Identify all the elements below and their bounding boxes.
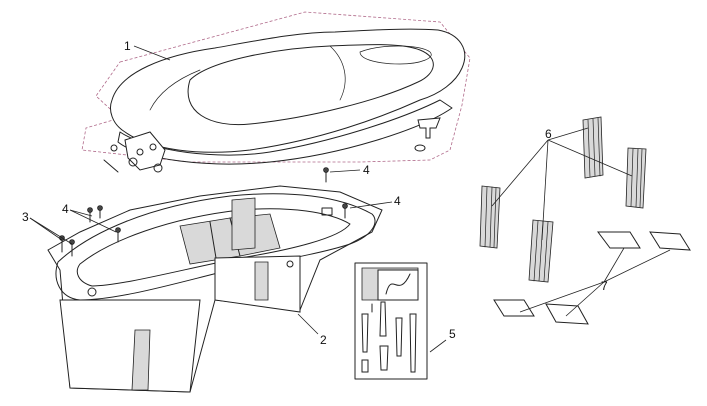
callout-1: 1 — [124, 39, 131, 53]
seat-washer — [110, 144, 118, 152]
felt-pad-4 — [545, 303, 589, 325]
rubber-pad-3 — [479, 185, 501, 249]
screw-4-left-a — [87, 207, 93, 223]
seat-bolt — [103, 159, 119, 173]
callout-labels: 1 2 3 4 4 4 5 6 7 — [22, 39, 608, 347]
storage-box-clip — [321, 207, 333, 216]
callout-4-top: 4 — [363, 163, 370, 177]
callout-5: 5 — [449, 327, 456, 341]
seat-latch-nut — [414, 144, 426, 152]
seat-cushion — [110, 28, 466, 153]
leader-lines — [29, 45, 671, 353]
storage-box-rim — [55, 193, 376, 301]
felt-pad-2 — [649, 231, 691, 251]
screw-4-top — [323, 167, 329, 183]
spark-tool — [361, 359, 369, 373]
wrench-c — [409, 313, 417, 373]
storage-box-rib-b — [209, 221, 217, 259]
felt-pad-3 — [493, 299, 535, 317]
seat-center-panel — [187, 44, 434, 126]
seat-hinge-hole-a — [136, 148, 144, 156]
screw-4-left-b — [97, 205, 103, 219]
callout-3: 3 — [22, 210, 29, 224]
storage-box-mount-hole — [286, 260, 294, 268]
wrench-a — [361, 313, 369, 353]
felt-pad-1 — [597, 231, 641, 249]
wrench-b — [395, 317, 403, 357]
seat-nut-a — [128, 157, 138, 167]
rubber-pads — [479, 116, 647, 283]
seat-seam-right — [329, 45, 346, 101]
tool-kit — [354, 262, 428, 380]
socket-tool — [379, 345, 389, 371]
callout-4-right: 4 — [394, 194, 401, 208]
tool-kit-frame — [354, 262, 428, 380]
rubber-pad-1 — [582, 116, 604, 179]
screw-4-right — [342, 203, 348, 219]
storage-box-assembly — [47, 185, 383, 393]
seat-base — [117, 99, 453, 165]
felt-pads — [493, 231, 691, 325]
callout-2: 2 — [320, 333, 327, 347]
seat-seam-left — [149, 69, 201, 111]
screwdriver — [379, 301, 387, 337]
seat-nut-b — [153, 163, 163, 173]
seat-hinge-hole-b — [149, 143, 157, 151]
seat-latch — [417, 117, 441, 139]
seat-emblem — [359, 45, 432, 65]
rubber-pad-2 — [625, 147, 647, 209]
screw-4-left-c — [115, 227, 121, 243]
storage-box-inner-rim — [76, 208, 351, 287]
storage-box-front-slot — [131, 329, 151, 391]
storage-box-front-panel — [59, 299, 201, 393]
storage-box-back-slot — [231, 197, 256, 251]
storage-box-hole-left — [87, 287, 97, 297]
seat-assembly — [81, 11, 471, 173]
seat-hinge-bracket — [124, 131, 166, 171]
callout-7: 7 — [601, 279, 608, 293]
storage-box-rear-slot — [254, 261, 269, 301]
callout-4-left: 4 — [62, 202, 69, 216]
tool-kit-manual-curve — [385, 273, 411, 295]
callout-6: 6 — [545, 127, 552, 141]
